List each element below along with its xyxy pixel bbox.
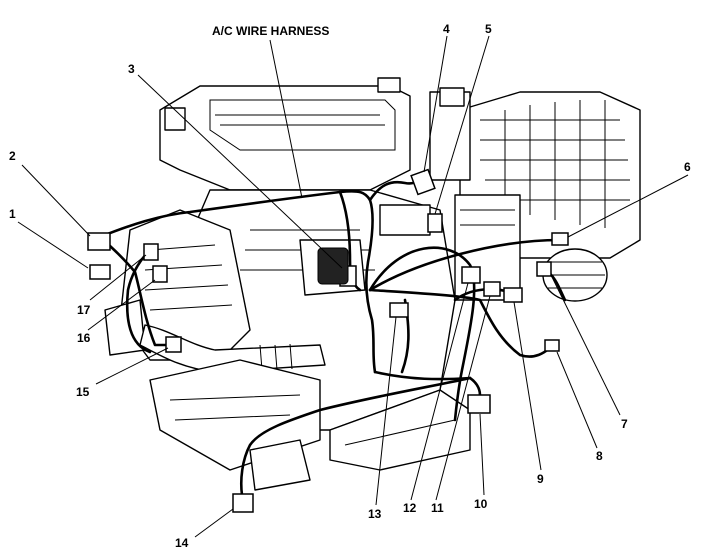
callout-16: 16 bbox=[77, 331, 91, 345]
connector-7 bbox=[536, 261, 552, 277]
callout-3: 3 bbox=[128, 62, 135, 76]
connector-14 bbox=[232, 493, 254, 513]
callout-12: 12 bbox=[403, 501, 417, 515]
callout-8: 8 bbox=[596, 449, 603, 463]
callout-9: 9 bbox=[537, 472, 544, 486]
diagram-title: A/C WIRE HARNESS bbox=[212, 24, 329, 38]
callout-5: 5 bbox=[485, 22, 492, 36]
callout-11: 11 bbox=[431, 501, 444, 515]
connector-10 bbox=[467, 394, 491, 414]
connector-12 bbox=[461, 266, 481, 284]
connector-17 bbox=[143, 243, 159, 261]
connector-5 bbox=[427, 213, 443, 233]
junction-block bbox=[317, 247, 349, 285]
connector-9b bbox=[483, 281, 501, 297]
callout-13: 13 bbox=[368, 507, 382, 521]
connector-1 bbox=[89, 264, 111, 280]
callout-1: 1 bbox=[9, 207, 16, 221]
callout-17: 17 bbox=[77, 303, 91, 317]
leader-lines bbox=[17, 35, 689, 538]
labels: A/C WIRE HARNESS 1 2 3 4 5 6 7 8 9 10 11… bbox=[9, 22, 691, 550]
callout-2: 2 bbox=[9, 149, 16, 163]
connector-4 bbox=[410, 168, 436, 196]
connector-15 bbox=[165, 336, 182, 353]
connectors bbox=[87, 168, 569, 513]
connector-16 bbox=[152, 265, 168, 283]
callout-7: 7 bbox=[621, 417, 628, 431]
callout-10: 10 bbox=[474, 497, 488, 511]
callout-15: 15 bbox=[76, 385, 90, 399]
wire-harness bbox=[98, 176, 567, 497]
connector-2 bbox=[87, 232, 111, 251]
connector-6 bbox=[551, 232, 569, 246]
connector-13 bbox=[389, 302, 409, 318]
connector-8 bbox=[544, 339, 560, 352]
connector-9 bbox=[503, 287, 523, 303]
callout-14: 14 bbox=[175, 536, 189, 550]
callout-6: 6 bbox=[684, 160, 691, 174]
callout-4: 4 bbox=[443, 22, 450, 36]
